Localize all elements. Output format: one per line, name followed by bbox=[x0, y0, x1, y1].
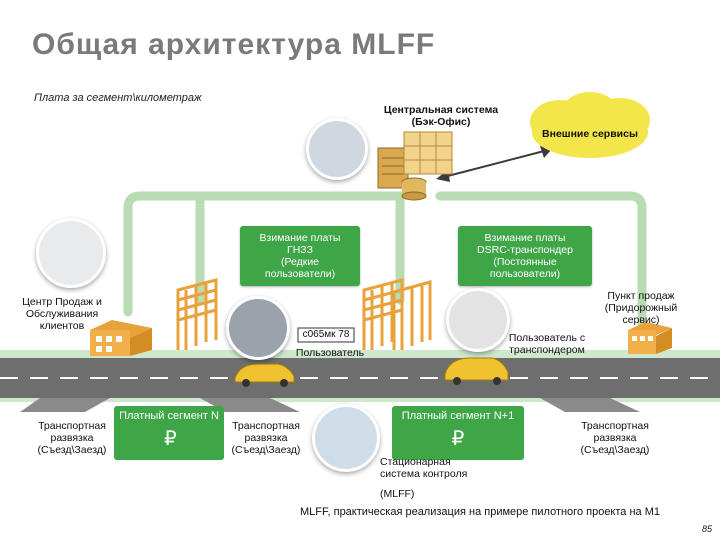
page-number: 85 bbox=[701, 524, 712, 534]
gantry-3 bbox=[392, 280, 432, 350]
segment-n1-box: Платный сегмент N+1 ₽ bbox=[392, 406, 524, 460]
control-system-label: Стационарная система контроля (MLFF) bbox=[380, 456, 468, 500]
link-arrow bbox=[436, 146, 552, 182]
central-system-label: Центральная система (Бэк-Офис) bbox=[383, 104, 499, 128]
license-plate-text: с065мк 78 bbox=[302, 329, 350, 340]
backoffice-photo bbox=[306, 118, 368, 180]
transponder-user-label: Пользователь с транспондером bbox=[508, 332, 586, 356]
gantry-2 bbox=[362, 278, 404, 350]
building-right bbox=[628, 322, 672, 354]
link-left bbox=[123, 191, 405, 317]
segment-n-label: Платный сегмент N bbox=[119, 410, 219, 422]
user-label: Пользователь bbox=[295, 347, 365, 359]
junction-right-label: Транспортная развязка (Съезд\Заезд) bbox=[580, 420, 650, 456]
gantry-1 bbox=[176, 278, 218, 350]
building-left bbox=[90, 320, 152, 356]
segment-n1-currency: ₽ bbox=[451, 428, 465, 450]
page-subtitle: Плата за сегмент\километраж bbox=[34, 92, 202, 104]
segment-n1-label: Платный сегмент N+1 bbox=[401, 410, 515, 422]
car-right bbox=[444, 357, 509, 385]
sales-point-label: Пункт продаж (Придорожный сервис) bbox=[604, 290, 678, 326]
license-plate-shape bbox=[297, 327, 355, 343]
junction-mid-label: Транспортная развязка (Съезд\Заезд) bbox=[231, 420, 301, 456]
transponder-photo bbox=[446, 288, 510, 352]
segment-n-box: Платный сегмент N ₽ bbox=[114, 406, 224, 460]
server-icon bbox=[377, 131, 453, 201]
payment-gnss-box: Взимание платы ГНЗЗ (Редкие пользователи… bbox=[240, 226, 360, 286]
page-title: Общая архитектура MLFF bbox=[32, 28, 436, 61]
cloud-shape bbox=[530, 92, 650, 158]
junction-left-label: Транспортная развязка (Съезд\Заезд) bbox=[37, 420, 107, 456]
external-services-label: Внешние сервисы bbox=[542, 128, 638, 140]
segment-n-currency: ₽ bbox=[164, 428, 177, 450]
caption: MLFF, практическая реализация на примере… bbox=[300, 506, 660, 518]
control-system-photo bbox=[312, 404, 380, 472]
ramp-left bbox=[20, 398, 110, 412]
car-left bbox=[234, 363, 295, 387]
link-right bbox=[435, 191, 647, 335]
ramp-mid bbox=[200, 398, 300, 412]
car-photo bbox=[226, 296, 290, 360]
payment-dsrc-box: Взимание платы DSRC-транспондер (Постоян… bbox=[458, 226, 592, 286]
ramp-right bbox=[540, 398, 640, 412]
sales-center-label: Центр Продаж и Обслуживания клиентов bbox=[22, 296, 102, 332]
terminal-photo bbox=[36, 218, 106, 288]
